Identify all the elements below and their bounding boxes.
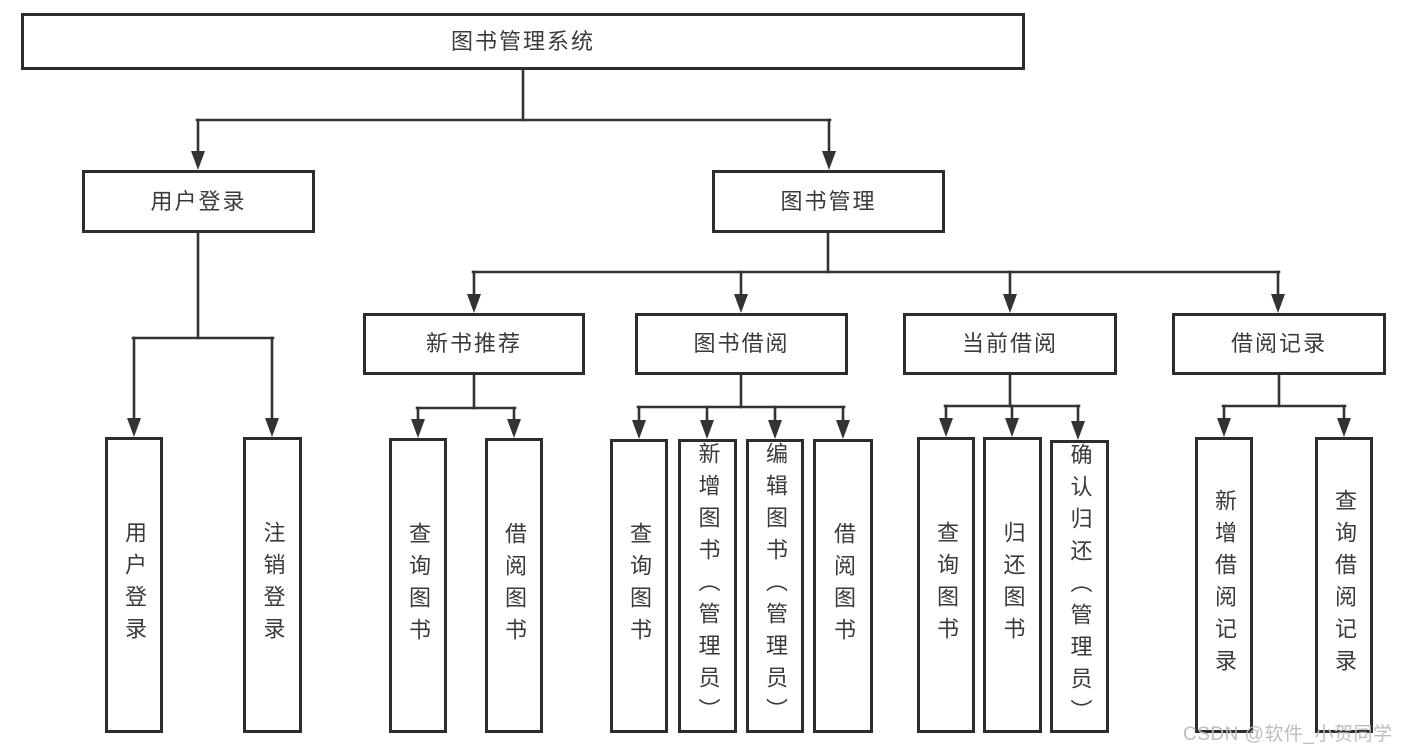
node-label: 当前借阅 [961,331,1058,356]
leaf-borrow-books-recommend: 借阅图书 [485,438,543,733]
node-borrow-records: 借阅记录 [1172,313,1386,375]
node-label: 新书推荐 [425,331,522,356]
node-book-management: 图书管理 [712,170,945,233]
leaf-add-borrow-record: 新增借阅记录 [1195,437,1253,733]
leaf-confirm-return-admin: 确认归还（管理员） [1050,440,1109,733]
node-label: 借阅图书 [831,522,856,650]
node-label: 用户登录 [150,188,247,214]
node-label: 归还图书 [1000,521,1026,649]
node-label: 借阅图书 [502,521,527,650]
node-label: 用户登录 [122,521,147,649]
leaf-edit-book-admin: 编辑图书（管理员） [746,439,804,733]
node-user-login: 用户登录 [82,170,315,233]
node-label: 查询借阅记录 [1332,489,1357,681]
node-label: 新增图书（管理员） [695,442,721,730]
leaf-query-books-recommend: 查询图书 [389,438,447,733]
node-label: 编辑图书（管理员） [763,442,788,730]
node-book-borrow: 图书借阅 [635,313,848,375]
node-current-borrow: 当前借阅 [903,313,1117,375]
node-root: 图书管理系统 [21,13,1025,70]
node-new-book-recommend: 新书推荐 [363,313,585,375]
node-label: 确认归还（管理员） [1067,443,1093,731]
leaf-add-book-admin: 新增图书（管理员） [678,439,737,733]
leaf-query-borrow-record: 查询借阅记录 [1315,437,1373,733]
leaf-user-login: 用户登录 [105,437,163,733]
node-label: 新增借阅记录 [1212,489,1237,681]
leaf-logout: 注销登录 [243,437,302,733]
node-label: 查询图书 [934,521,959,649]
node-label: 图书管理系统 [450,28,595,54]
node-label: 注销登录 [260,521,286,649]
csdn-watermark: CSDN @软件_小贺同学 [1183,724,1393,745]
node-label: 借阅记录 [1230,331,1327,356]
node-label: 图书管理 [780,188,877,214]
leaf-query-books-borrow: 查询图书 [610,439,668,733]
leaf-query-books-current: 查询图书 [917,437,975,733]
node-label: 查询图书 [627,522,652,650]
node-label: 查询图书 [406,521,431,650]
leaf-return-book: 归还图书 [983,437,1042,733]
node-label: 图书借阅 [693,331,790,356]
leaf-borrow-books: 借阅图书 [813,439,873,733]
